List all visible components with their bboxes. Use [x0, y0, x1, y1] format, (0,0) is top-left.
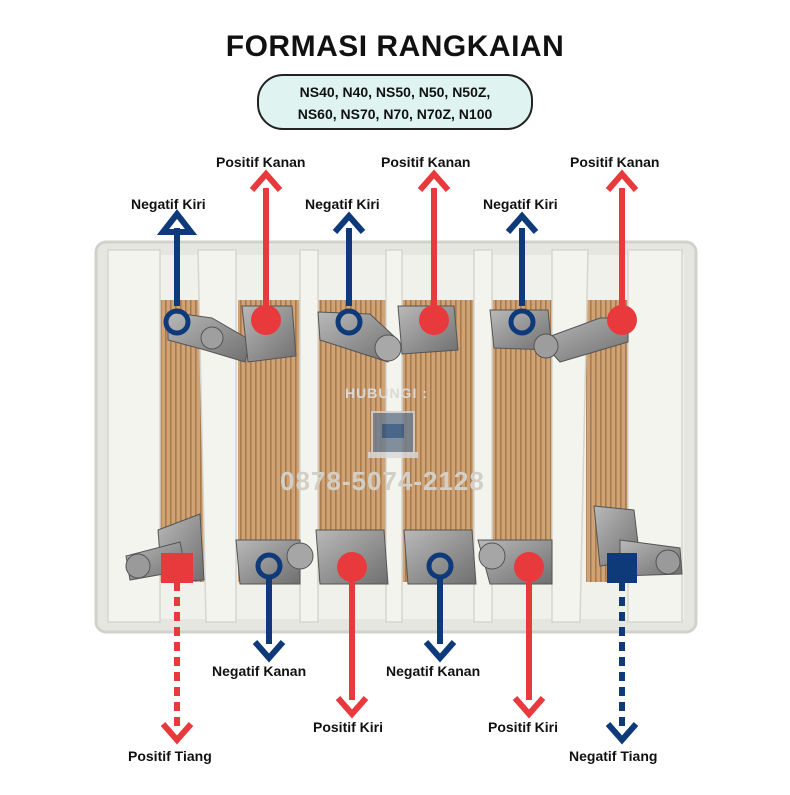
model-list-line-2: NS60, NS70, N70, N70Z, N100 [297, 106, 493, 122]
top-arrows [156, 169, 639, 306]
arrowhead-up-icon [156, 209, 198, 235]
label-positif-kiri-1: Positif Kiri [313, 719, 384, 735]
bottom-markers [161, 552, 637, 583]
ring-icon [426, 552, 454, 580]
arrowhead-down-icon [423, 640, 457, 663]
dot-icon [251, 305, 281, 335]
ring-icon [163, 308, 191, 336]
label-negatif-kiri-2: Negatif Kiri [305, 196, 380, 212]
watermark-phone: 0878-5074-2128 [280, 466, 485, 496]
label-negatif-kanan-1: Negatif Kanan [212, 663, 307, 679]
dot-icon [514, 552, 544, 582]
top-markers [163, 305, 637, 336]
dot-icon [607, 305, 637, 335]
bottom-arrows [160, 578, 639, 745]
arrowhead-down-icon [252, 640, 286, 663]
arrowhead-down-icon [160, 722, 194, 745]
watermark-contact: HUBUNGI : [345, 385, 428, 401]
label-positif-tiang: Positif Tiang [128, 748, 212, 764]
label-negatif-kanan-2: Negatif Kanan [386, 663, 481, 679]
label-positif-kanan-2: Positif Kanan [381, 154, 471, 170]
ring-icon [255, 552, 283, 580]
model-list-line-1: NS40, N40, NS50, N50, N50Z, [299, 84, 491, 100]
arrowhead-up-icon [249, 169, 283, 192]
arrowhead-up-icon [417, 169, 451, 192]
label-negatif-kiri-3: Negatif Kiri [483, 196, 558, 212]
arrowhead-up-icon [605, 169, 639, 192]
square-icon [607, 553, 637, 583]
label-negatif-tiang: Negatif Tiang [569, 748, 658, 764]
model-list-badge: NS40, N40, NS50, N50, N50Z, NS60, NS70, … [257, 74, 533, 130]
dot-icon [419, 305, 449, 335]
page-title: FORMASI RANGKAIAN [225, 30, 565, 63]
label-positif-kanan-1: Positif Kanan [216, 154, 306, 170]
label-positif-kiri-2: Positif Kiri [488, 719, 559, 735]
arrowhead-up-icon [332, 211, 366, 234]
arrowhead-up-icon [505, 211, 539, 234]
arrowhead-down-icon [512, 696, 546, 719]
square-icon [161, 553, 193, 583]
ring-icon [335, 308, 363, 336]
dot-icon [337, 552, 367, 582]
label-negatif-kiri-1: Negatif Kiri [131, 196, 206, 212]
ring-icon [508, 308, 536, 336]
arrowhead-down-icon [605, 722, 639, 745]
watermark-logo [368, 411, 418, 458]
label-positif-kanan-3: Positif Kanan [570, 154, 660, 170]
arrowhead-down-icon [335, 696, 369, 719]
